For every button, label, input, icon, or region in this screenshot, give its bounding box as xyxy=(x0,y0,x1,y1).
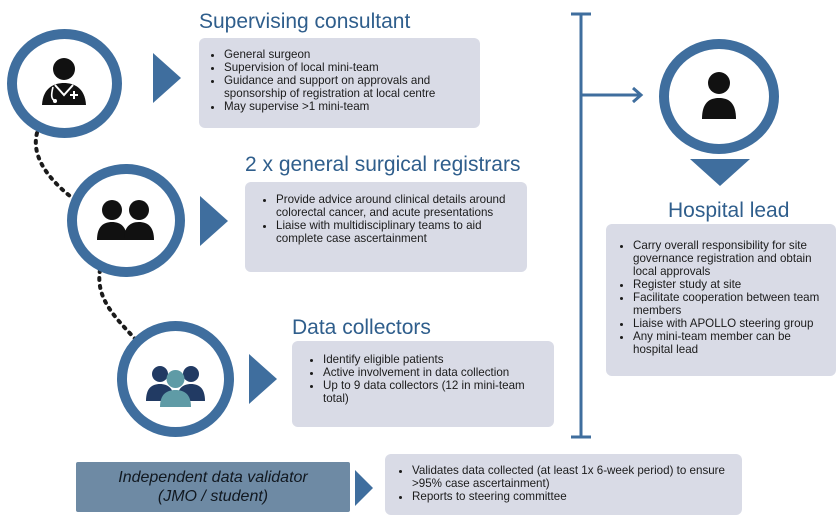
arrow-registrars xyxy=(200,196,228,246)
registrars-circle xyxy=(67,164,185,277)
list-item: Guidance and support on approvals and sp… xyxy=(224,74,472,100)
registrars-heading: 2 x general surgical registrars xyxy=(245,153,521,176)
validator-label-box: Independent data validator (JMO / studen… xyxy=(76,462,350,512)
list-item: Carry overall responsibility for site go… xyxy=(633,239,830,278)
person-icon xyxy=(702,72,736,119)
list-item: Register study at site xyxy=(633,278,830,291)
hospital-lead-heading: Hospital lead xyxy=(668,199,790,222)
validator-bullets: Validates data collected (at least 1x 6-… xyxy=(395,464,734,503)
consultant-bullets: General surgeon Supervision of local min… xyxy=(207,48,472,113)
validator-title: Independent data validator xyxy=(118,469,308,486)
list-item: May supervise >1 mini-team xyxy=(224,100,472,113)
list-item: Reports to steering committee xyxy=(412,490,734,503)
dotted-connector-2 xyxy=(97,268,140,344)
collectors-box: Identify eligible patients Active involv… xyxy=(292,341,554,427)
list-item: General surgeon xyxy=(224,48,472,61)
arrow-validator xyxy=(355,470,373,506)
consultant-circle xyxy=(7,29,122,138)
arrow-hospital-lead-down xyxy=(690,159,750,186)
list-item: Supervision of local mini-team xyxy=(224,61,472,74)
list-item: Provide advice around clinical details a… xyxy=(276,193,519,219)
list-item: Any mini-team member can be hospital lea… xyxy=(633,330,830,356)
collectors-circle xyxy=(117,321,234,437)
list-item: Facilitate cooperation between team memb… xyxy=(633,291,830,317)
dotted-connector-1 xyxy=(33,131,77,202)
consultant-heading: Supervising consultant xyxy=(199,10,411,33)
collectors-heading: Data collectors xyxy=(292,316,431,339)
group-icon xyxy=(146,366,205,407)
lead-arrow-head xyxy=(632,86,644,104)
hospital-lead-bullets: Carry overall responsibility for site go… xyxy=(616,239,830,356)
registrars-box: Provide advice around clinical details a… xyxy=(245,182,527,272)
list-item: Up to 9 data collectors (12 in mini-team… xyxy=(323,379,546,405)
registrars-bullets: Provide advice around clinical details a… xyxy=(259,193,519,245)
list-item: Identify eligible patients xyxy=(323,353,546,366)
arrow-collectors xyxy=(249,354,277,404)
two-people-icon xyxy=(97,200,154,240)
list-item: Active involvement in data collection xyxy=(323,366,546,379)
list-item: Liaise with APOLLO steering group xyxy=(633,317,830,330)
list-item: Liaise with multidisciplinary teams to a… xyxy=(276,219,519,245)
hospital-lead-circle xyxy=(659,39,779,154)
doctor-icon xyxy=(42,58,86,105)
list-item: Validates data collected (at least 1x 6-… xyxy=(412,464,734,490)
arrow-consultant xyxy=(153,53,181,103)
validator-subtitle: (JMO / student) xyxy=(157,488,269,505)
consultant-box: General surgeon Supervision of local min… xyxy=(199,38,480,128)
validator-box: Validates data collected (at least 1x 6-… xyxy=(385,454,742,515)
collectors-bullets: Identify eligible patients Active involv… xyxy=(306,353,546,405)
hospital-lead-box: Carry overall responsibility for site go… xyxy=(606,224,836,376)
